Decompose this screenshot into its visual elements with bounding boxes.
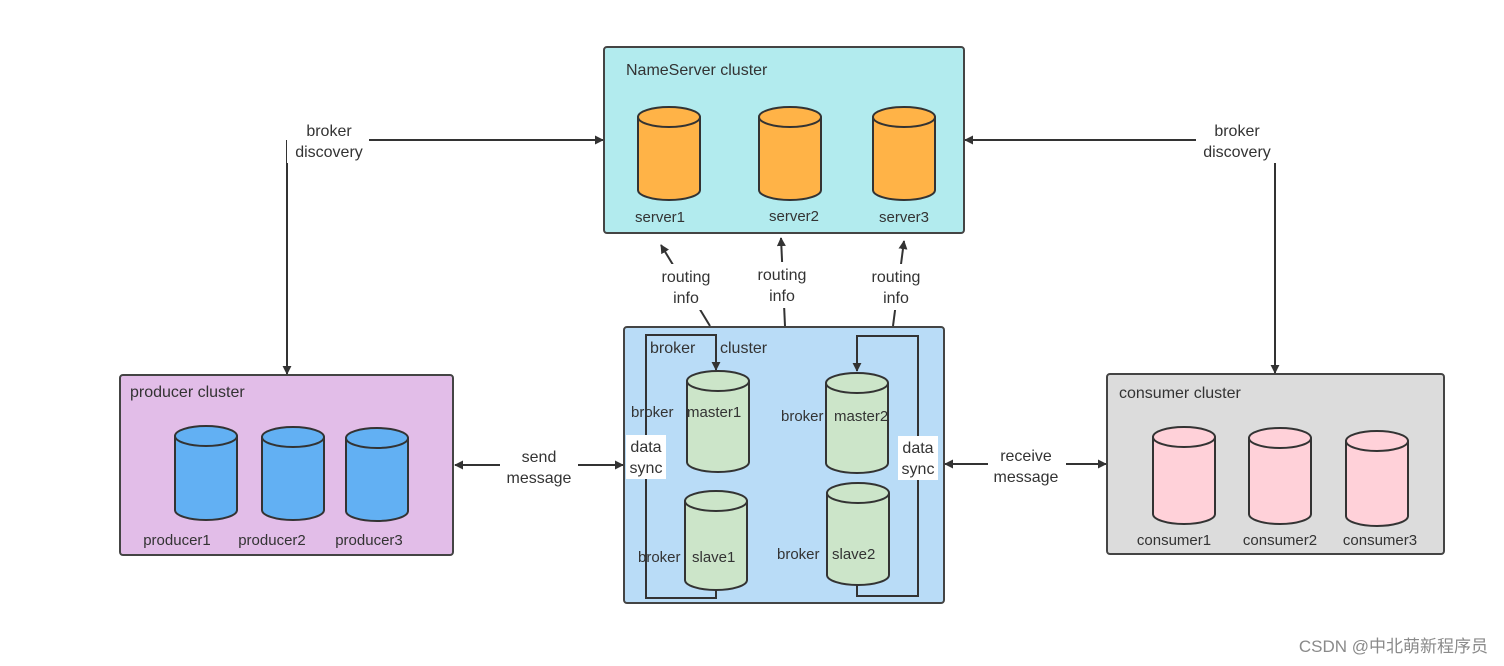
consumer-cluster-title: consumer cluster [1119, 385, 1241, 402]
routing-info-label-3-line2: info [883, 290, 909, 307]
consumer3-label: consumer3 [1343, 532, 1417, 549]
broker-slave2-label-part1: broker [777, 546, 820, 563]
server3-node [872, 106, 936, 201]
broker-discovery-left-label-bg [287, 119, 369, 163]
routing-info-label-2-line2: info [769, 288, 795, 305]
nameserver-cluster-title: NameServer cluster [626, 62, 768, 79]
consumer1-node [1152, 426, 1216, 525]
send-message-label-line2: message [507, 470, 572, 487]
routing-info-label-1-bg [654, 264, 718, 310]
broker-master2-label-part1: broker [781, 408, 824, 425]
routing-info-label-1-line2: info [673, 290, 699, 307]
broker-master2-label-part2: master2 [834, 408, 888, 425]
broker-slave2-label-part2: slave2 [832, 546, 875, 563]
server1-label: server1 [635, 209, 685, 226]
broker-slave2-node [826, 482, 890, 586]
broker-master1-node [686, 370, 750, 473]
producer2-node [261, 426, 325, 521]
data-sync-right-label-line1: data [902, 440, 933, 457]
routing-info-label-3-line1: routing [872, 269, 921, 286]
producer3-node [345, 427, 409, 522]
broker-discovery-left-label-line2: discovery [295, 144, 363, 161]
routing-info-label-2-bg [750, 262, 814, 308]
routing-info-label-1-line1: routing [662, 269, 711, 286]
broker-slave1-label-part2: slave1 [692, 549, 735, 566]
consumer3-node [1345, 430, 1409, 527]
data-sync-right-label-bg [898, 436, 938, 480]
broker-master2-node [825, 372, 889, 474]
routing-info-label-2-line1: routing [758, 267, 807, 284]
broker-discovery-right-label-bg [1196, 119, 1278, 163]
consumer1-label: consumer1 [1137, 532, 1211, 549]
broker-master1-label-part2: master1 [687, 404, 741, 421]
consumer2-node [1248, 427, 1312, 525]
send-message-label-line1: send [522, 449, 557, 466]
broker-discovery-left-label-line1: broker [306, 123, 352, 140]
receive-message-label-line1: receive [1000, 448, 1052, 465]
receive-message-label-line2: message [994, 469, 1059, 486]
receive-message-label-bg [988, 444, 1066, 488]
broker-slave1-node [684, 490, 748, 591]
server3-label: server3 [879, 209, 929, 226]
routing-info-label-3-bg [864, 264, 928, 310]
watermark: CSDN @中北萌新程序员 [1299, 637, 1488, 656]
broker-discovery-right-label-line2: discovery [1203, 144, 1271, 161]
broker-master1-label-part1: broker [631, 404, 674, 421]
producer3-label: producer3 [335, 532, 403, 549]
broker-slave1-label-part1: broker [638, 549, 681, 566]
data-sync-left-label-bg [626, 435, 666, 479]
server2-label: server2 [769, 208, 819, 225]
server2-node [758, 106, 822, 201]
producer-cluster-title: producer cluster [130, 384, 245, 401]
data-sync-left-label-line1: data [630, 439, 661, 456]
data-sync-right-label-line2: sync [902, 461, 935, 478]
producer2-label: producer2 [238, 532, 306, 549]
consumer2-label: consumer2 [1243, 532, 1317, 549]
data-sync-left-label-line2: sync [630, 460, 663, 477]
producer1-label: producer1 [143, 532, 211, 549]
send-message-label-bg [500, 444, 578, 488]
broker-cluster-title-part2: cluster [720, 340, 768, 357]
producer1-node [174, 425, 238, 521]
server1-node [637, 106, 701, 201]
broker-cluster-title-part1: broker [650, 340, 696, 357]
broker-discovery-right-label-line1: broker [1214, 123, 1260, 140]
